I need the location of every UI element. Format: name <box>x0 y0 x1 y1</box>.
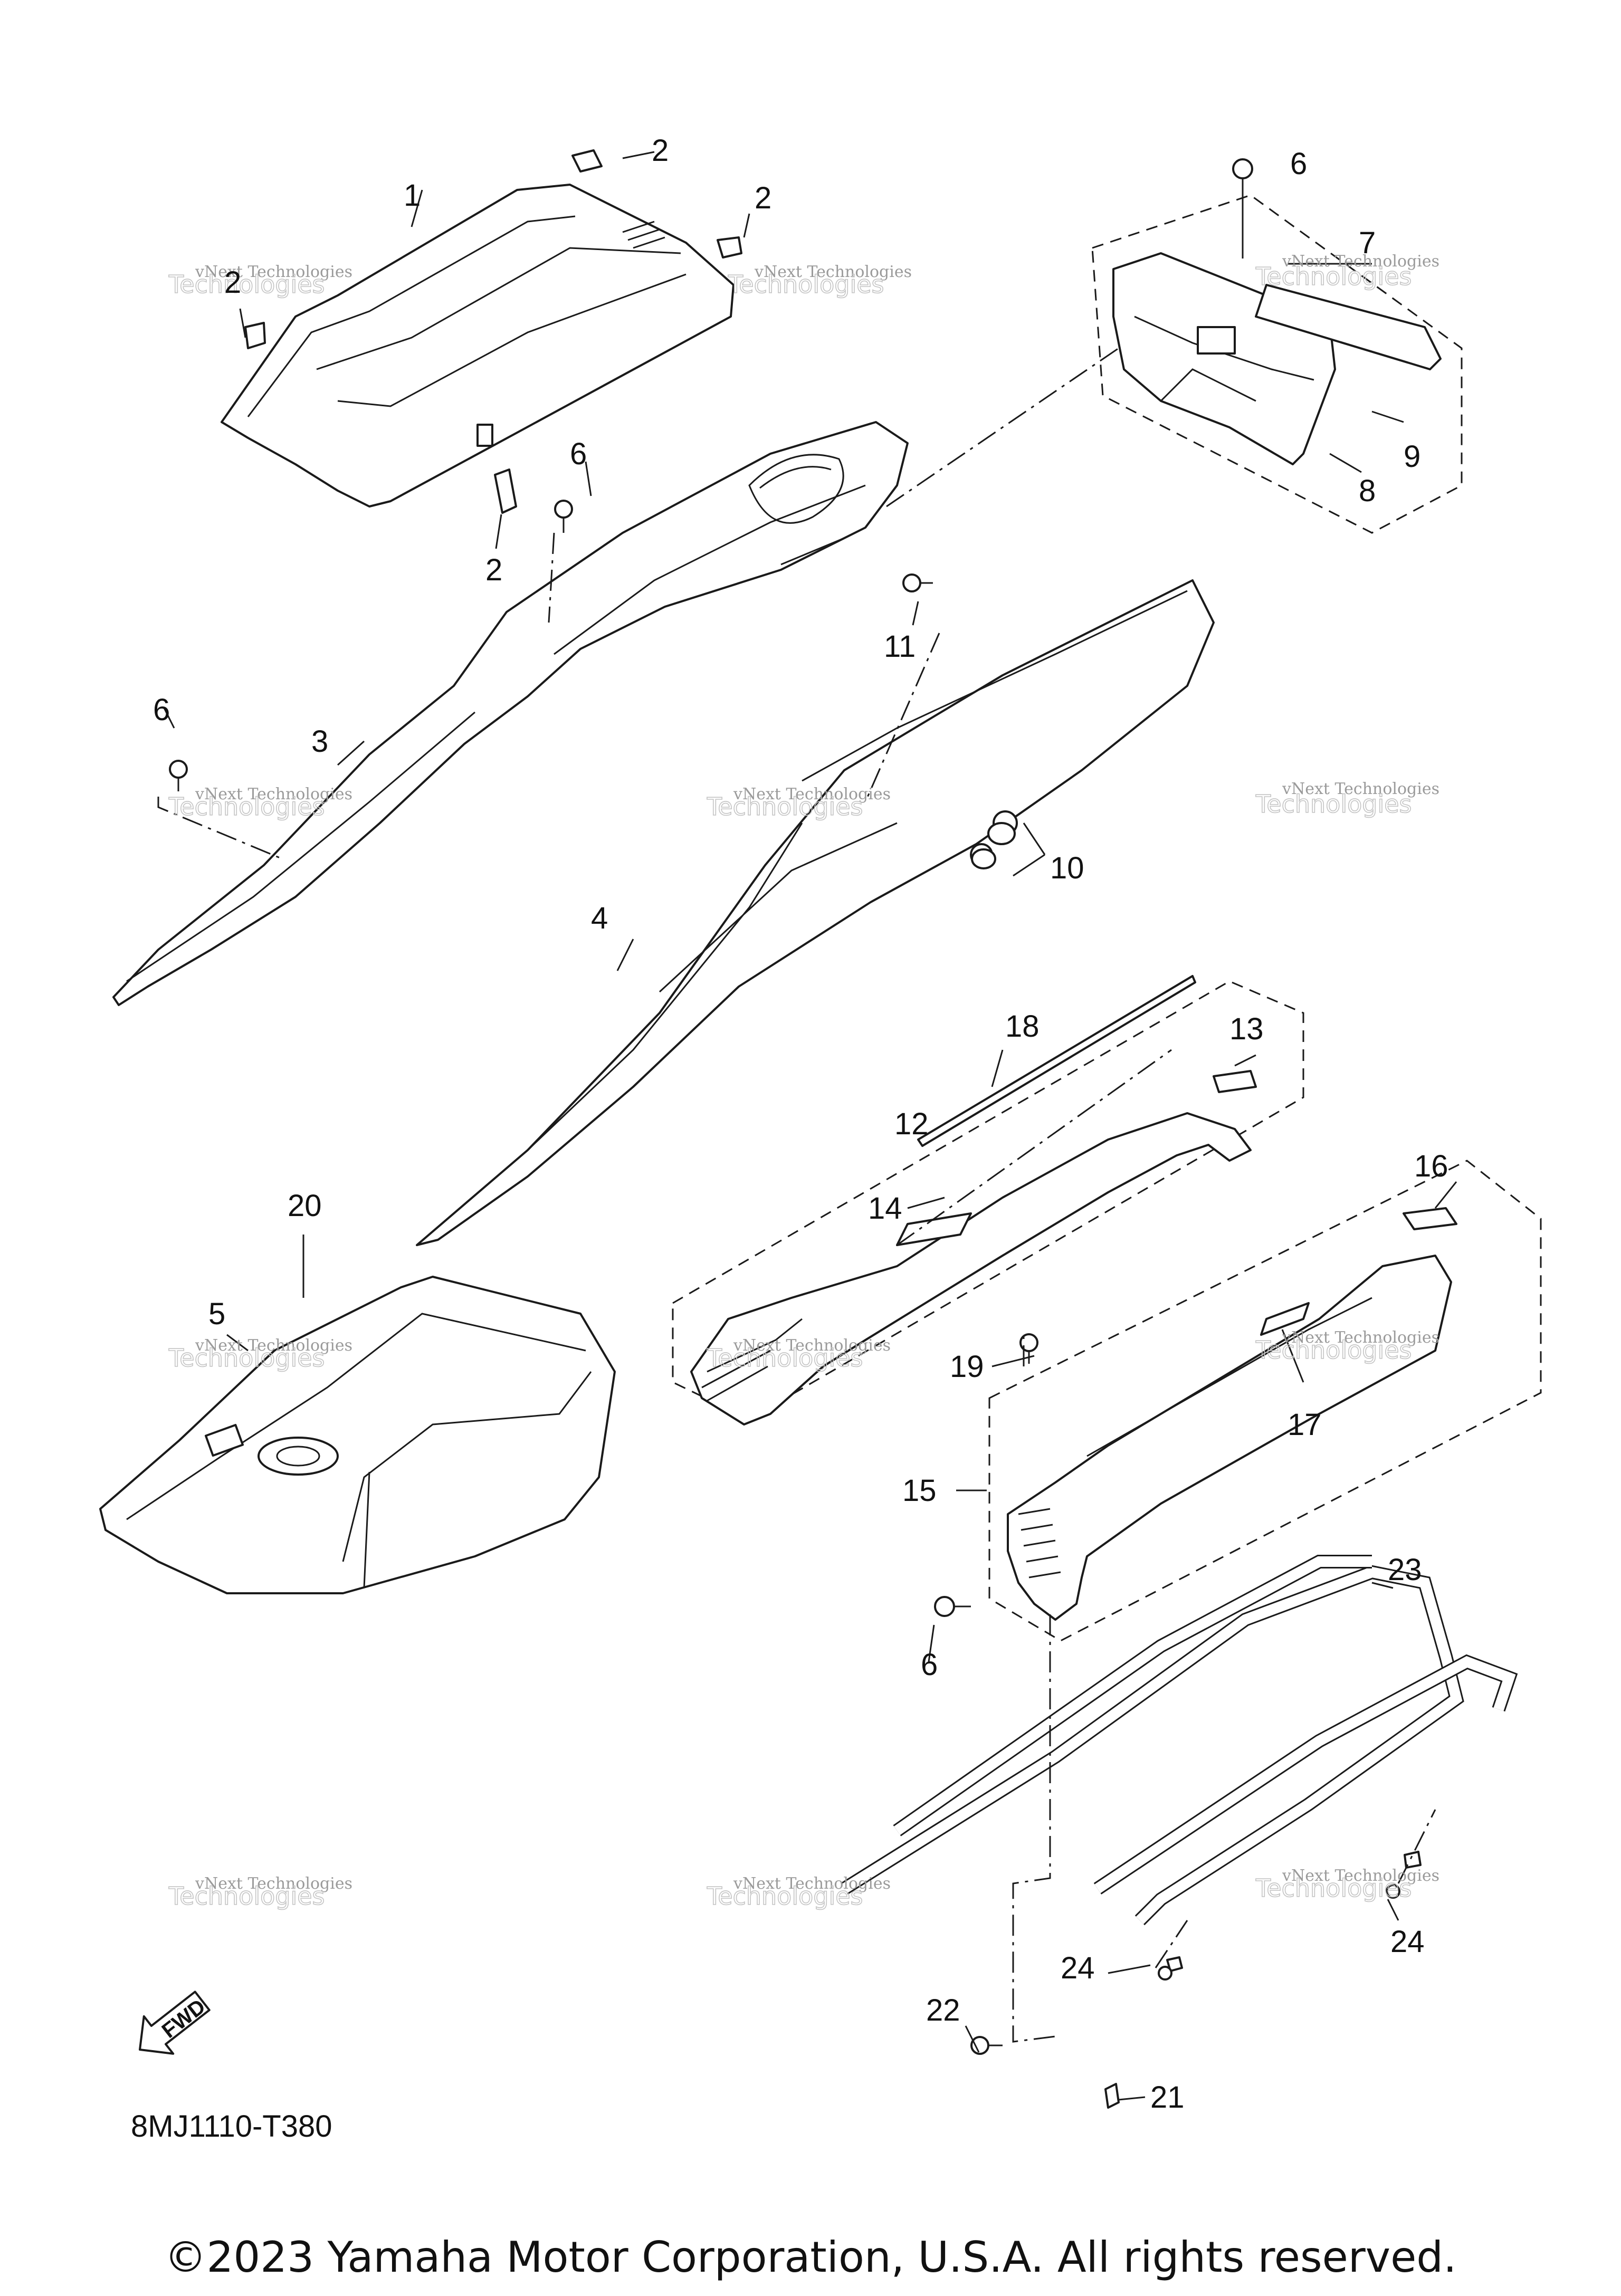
callout-22: 22 <box>926 1993 960 2027</box>
part-7-8-9-rear-assembly <box>1091 194 1463 534</box>
watermark: Technologies <box>707 1344 863 1372</box>
watermark: vNext Technologies <box>195 785 352 803</box>
watermark: Technologies <box>168 270 325 299</box>
callout-1: 1 <box>404 178 421 213</box>
watermark: Technologies <box>707 792 863 821</box>
dash-dot-lines <box>157 347 1436 2043</box>
watermark: Technologies <box>168 1882 325 1910</box>
callout-10: 10 <box>1050 851 1084 885</box>
watermark: Technologies <box>1255 1336 1412 1364</box>
part-12-trim-group <box>672 975 1304 1426</box>
callout-9: 9 <box>1404 439 1420 474</box>
callout-2: 2 <box>224 265 241 300</box>
callout-24: 24 <box>1390 1925 1425 1959</box>
watermarks: vNext Technologies Technologies vNext Te… <box>168 252 1439 1911</box>
watermark: vNext Technologies <box>733 1874 891 1893</box>
part-4-side-cover-right <box>416 579 1215 1246</box>
callout-8: 8 <box>1359 474 1376 508</box>
leader-lines <box>163 151 1457 2101</box>
watermark: vNext Technologies <box>1282 780 1439 798</box>
callout-6: 6 <box>921 1648 938 1682</box>
callout-labels: 2 2 2 2 1 6 6 6 6 7 9 8 11 3 4 10 18 13 … <box>153 133 1448 2115</box>
callout-4: 4 <box>591 901 608 935</box>
callout-6: 6 <box>1290 147 1307 181</box>
callout-12: 12 <box>894 1107 929 1141</box>
callout-21: 21 <box>1150 2080 1185 2115</box>
watermark: vNext Technologies <box>195 1874 352 1893</box>
callout-5: 5 <box>208 1297 225 1331</box>
callout-14: 14 <box>868 1191 902 1226</box>
watermark: Technologies <box>1255 262 1412 291</box>
callout-11: 11 <box>884 629 916 664</box>
watermark: Technologies <box>168 1344 325 1372</box>
part-2-clips <box>244 149 742 514</box>
part-5-storage-tray <box>99 1276 616 1594</box>
watermark: vNext Technologies <box>195 263 352 281</box>
watermark: vNext Technologies <box>754 263 912 281</box>
callout-20: 20 <box>288 1189 322 1223</box>
watermark: vNext Technologies <box>733 785 891 803</box>
callout-13: 13 <box>1229 1012 1264 1046</box>
watermark: Technologies <box>168 792 325 821</box>
part-23-grab-bar <box>841 1555 1518 1926</box>
watermark: vNext Technologies <box>733 1336 891 1355</box>
watermark: Technologies <box>707 1882 863 1910</box>
copyright-notice: ©2023 Yamaha Motor Corporation, U.S.A. A… <box>164 2233 1457 2282</box>
watermark: Technologies <box>728 270 884 299</box>
watermark: vNext Technologies <box>1282 1328 1439 1347</box>
callout-7: 7 <box>1359 226 1376 260</box>
callout-23: 23 <box>1388 1553 1422 1587</box>
callout-18: 18 <box>1005 1009 1040 1044</box>
callout-19: 19 <box>950 1350 984 1384</box>
callout-6: 6 <box>153 693 170 727</box>
callout-2: 2 <box>652 133 669 168</box>
watermark: vNext Technologies <box>195 1336 352 1355</box>
part-1-seat-cover <box>221 184 735 508</box>
watermark: vNext Technologies <box>1282 1867 1439 1885</box>
watermark: Technologies <box>1255 1874 1412 1902</box>
callout-15: 15 <box>902 1474 937 1508</box>
hardware-screws <box>169 158 1422 2109</box>
callout-6: 6 <box>570 437 587 471</box>
diagram-code: 8MJ1110-T380 <box>131 2109 332 2144</box>
part-3-side-cover-left <box>112 421 909 1006</box>
part-15-rear-trim-group <box>988 1160 1542 1642</box>
callout-16: 16 <box>1414 1149 1448 1183</box>
watermark: vNext Technologies <box>1282 252 1439 271</box>
fwd-arrow-icon: FWD <box>139 1991 211 2055</box>
callout-2: 2 <box>755 181 771 215</box>
callout-17: 17 <box>1288 1408 1322 1442</box>
callout-24: 24 <box>1061 1951 1095 1985</box>
callout-3: 3 <box>311 724 328 759</box>
watermark: Technologies <box>1255 790 1412 818</box>
callout-2: 2 <box>485 553 502 587</box>
